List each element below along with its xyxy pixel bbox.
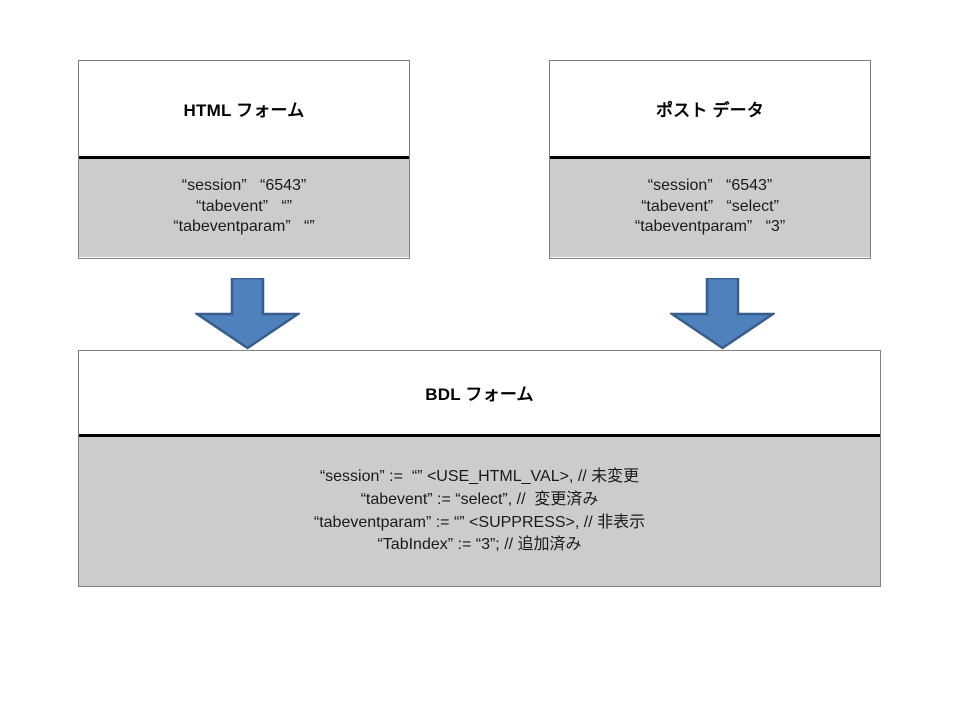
html-form-body: “session” “6543” “tabevent” “” “tabevent… (79, 159, 409, 257)
post-data-row: “session” “6543” (647, 176, 773, 194)
bdl-form-row: “tabeventparam” := “” <SUPPRESS>, // 非表示 (313, 513, 646, 531)
bdl-form-header: BDL フォーム (79, 351, 880, 437)
bdl-form-row: “session” := “” <USE_HTML_VAL>, // 未変更 (319, 468, 640, 486)
html-form-row: “tabeventparam” “” (173, 218, 315, 236)
html-form-row: “session” “6543” (181, 176, 307, 194)
bdl-form-box: BDL フォーム “session” := “” <USE_HTML_VAL>,… (78, 350, 881, 587)
post-data-row: “tabeventparam” “3” (634, 218, 786, 236)
bdl-form-body: “session” := “” <USE_HTML_VAL>, // 未変更 “… (79, 437, 880, 586)
html-form-row: “tabevent” “” (195, 197, 293, 215)
post-data-title: ポスト データ (655, 101, 765, 120)
bdl-form-row: “tabevent” := “select”, // 変更済み (360, 490, 599, 508)
post-data-header: ポスト データ (550, 61, 870, 159)
down-arrow-icon (192, 276, 303, 355)
post-data-body: “session” “6543” “tabevent” “select” “ta… (550, 159, 870, 257)
post-data-box: ポスト データ “session” “6543” “tabevent” “sel… (549, 60, 871, 259)
down-arrow-icon (667, 276, 778, 355)
html-form-box: HTML フォーム “session” “6543” “tabevent” “”… (78, 60, 410, 259)
html-form-title: HTML フォーム (183, 101, 305, 120)
bdl-form-title: BDL フォーム (425, 385, 534, 404)
bdl-form-row: “TabIndex” := “3”; // 追加済み (377, 536, 582, 554)
post-data-row: “tabevent” “select” (641, 197, 779, 215)
html-form-header: HTML フォーム (79, 61, 409, 159)
